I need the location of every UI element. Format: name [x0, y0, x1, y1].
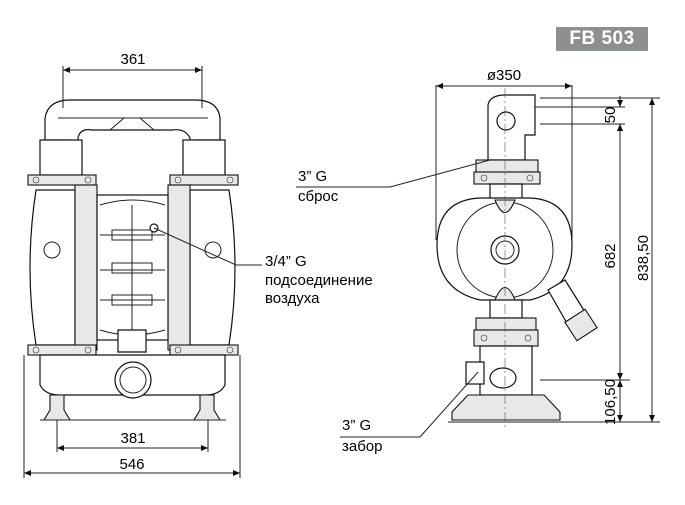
side-top-flange	[473, 171, 541, 185]
top-right-flange	[169, 174, 239, 186]
left-chamber	[29, 189, 76, 346]
side-bottom-flange	[473, 329, 539, 347]
air-name-line2: воздуха	[265, 290, 320, 307]
side-base	[451, 394, 561, 421]
callout-leaders	[153, 159, 491, 438]
right-foot	[193, 394, 221, 421]
dim-height-682: 682	[602, 243, 619, 268]
side-view	[436, 88, 598, 430]
model-badge: FB 503	[556, 27, 648, 51]
inlet-name-label: забор	[342, 438, 383, 455]
left-foot	[43, 394, 71, 421]
outlet-size-label: 3” G	[298, 168, 327, 185]
inlet-size-label: 3” G	[342, 417, 371, 434]
side-dimensions	[435, 83, 660, 423]
top-right-port	[182, 139, 226, 176]
dim-total-width: 546	[119, 456, 144, 473]
top-left-port	[39, 139, 83, 176]
right-cap	[167, 184, 191, 351]
dim-height-total: 838,50	[635, 235, 652, 281]
bottom-left-flange	[27, 344, 97, 356]
outlet-name-label: сброс	[298, 188, 339, 205]
left-cap	[74, 184, 98, 351]
dim-foot-span: 381	[120, 430, 145, 447]
dim-inlet-height: 106,50	[602, 379, 619, 425]
front-dimensions	[23, 66, 241, 478]
top-left-flange	[27, 174, 97, 186]
center-lower-pipe	[117, 329, 147, 353]
air-name-line1: подсоединение	[265, 272, 373, 289]
air-size-label: 3/4” G	[265, 253, 307, 270]
bottom-right-flange	[169, 344, 239, 356]
side-top-flange-upper	[475, 159, 539, 173]
dim-outlet-offset: 50	[602, 107, 619, 124]
right-chamber	[189, 189, 236, 346]
front-view	[27, 99, 239, 421]
dim-diameter: ø350	[487, 67, 521, 84]
dim-top-width: 361	[120, 51, 145, 68]
